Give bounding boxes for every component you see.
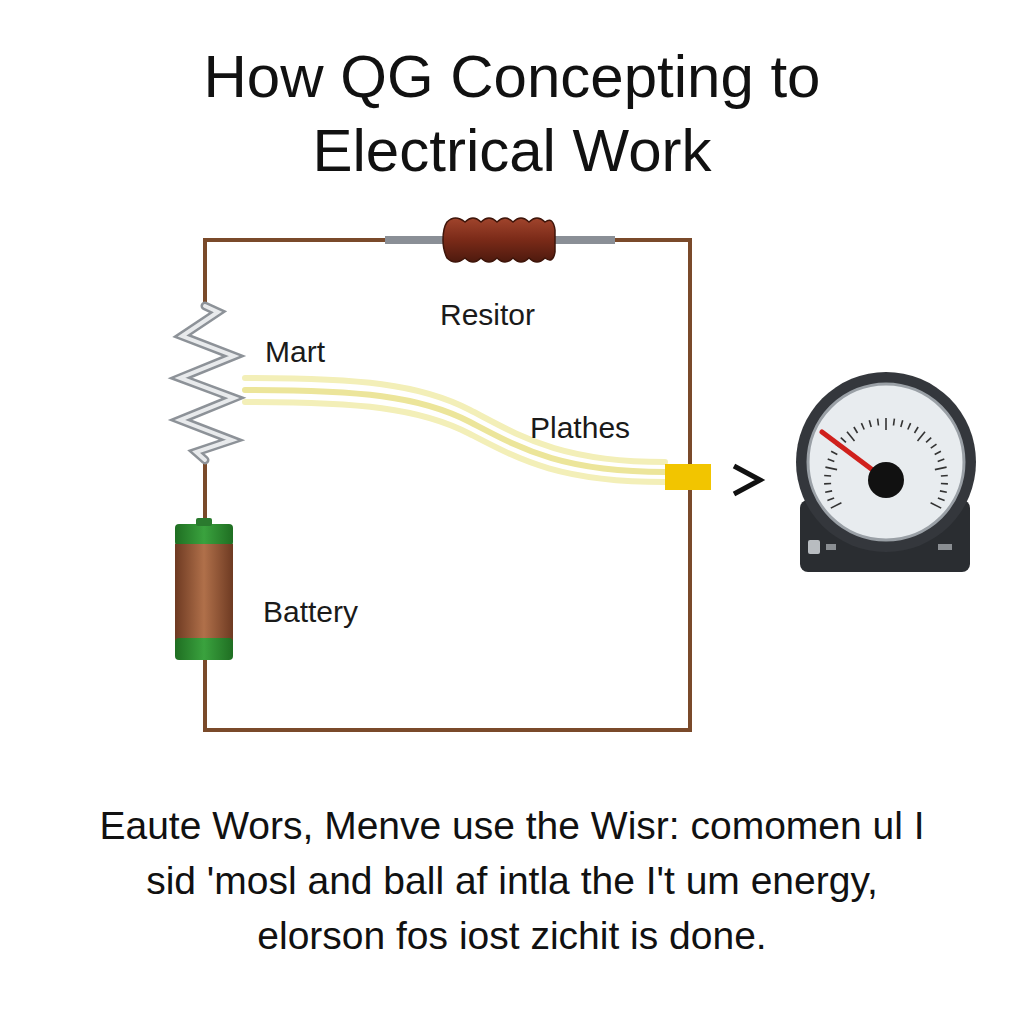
battery-symbol [175, 518, 233, 660]
resistor-symbol [385, 218, 615, 262]
gauge-tick [854, 427, 858, 433]
gauge-tick [877, 419, 880, 426]
diagram-caption: Eaute Wors, Menve use the Wisr: comomen … [92, 798, 932, 963]
gauge-meter [796, 372, 976, 572]
arrow-chevron [734, 466, 760, 494]
gauge-tick [941, 483, 948, 485]
gauge-tick [901, 420, 903, 427]
gauge-tick [926, 438, 931, 443]
gauge-tick [824, 483, 831, 485]
component-label: Plathes [530, 410, 630, 446]
current-flow-band [245, 378, 665, 482]
gauge-tick [940, 491, 947, 492]
gauge-tick [828, 459, 835, 461]
inductor-coil [180, 306, 234, 460]
gauge-tick [931, 503, 942, 508]
gauge-tick [893, 419, 896, 426]
gauge-tick [827, 498, 834, 500]
gauge-tick [915, 427, 919, 433]
gauge-tick [941, 475, 948, 477]
gauge-tick [831, 451, 837, 454]
gauge-tick [885, 418, 887, 430]
gauge-tick [825, 491, 832, 492]
gauge-tick [825, 467, 837, 470]
gauge-tick [847, 432, 855, 441]
wires [205, 240, 690, 730]
component-label: Resitor [440, 297, 535, 333]
gauge-tick [918, 432, 926, 441]
gauge-tick [841, 438, 846, 443]
gauge-tick [935, 451, 941, 454]
gauge-tick [824, 475, 831, 477]
gauge-tick [831, 503, 842, 508]
gauge-tick [908, 423, 911, 429]
gauge-tick [861, 423, 864, 429]
diagram-title: How QG Concepting to Electrical Work [112, 40, 912, 188]
component-label: Battery [263, 594, 358, 630]
gauge-tick [931, 444, 937, 448]
gauge-tick [869, 420, 871, 427]
gauge-tick [938, 459, 945, 461]
gauge-tick [935, 467, 947, 470]
component-label: Mart [265, 334, 325, 370]
gauge-tick [938, 498, 945, 500]
connector-block [665, 464, 711, 490]
